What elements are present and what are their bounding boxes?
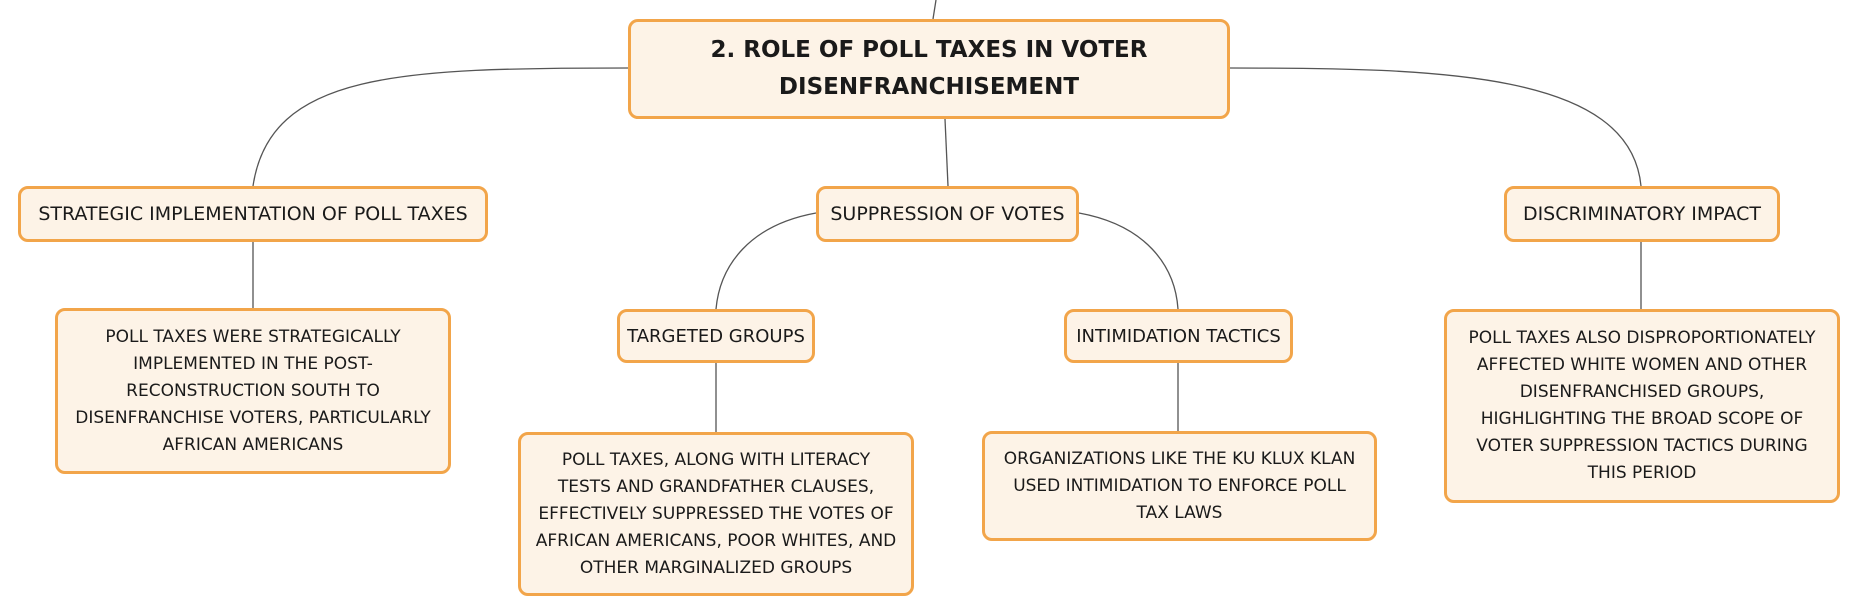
topic-node-discriminatory-impact[interactable]: DISCRIMINATORY IMPACT: [1504, 186, 1780, 242]
topic-node-suppression-of-votes[interactable]: SUPPRESSION OF VOTES: [816, 186, 1079, 242]
subtopic-node-targeted-groups[interactable]: TARGETED GROUPS: [617, 309, 815, 363]
subtopic-node-intimidation-tactics[interactable]: INTIMIDATION TACTICS: [1064, 309, 1293, 363]
detail-node-targeted-groups[interactable]: POLL TAXES, ALONG WITH LITERACY TESTS AN…: [518, 432, 914, 596]
detail-text: ORGANIZATIONS LIKE THE KU KLUX KLAN USED…: [1003, 448, 1356, 523]
detail-node-strategic-implementation[interactable]: POLL TAXES WERE STRATEGICALLY IMPLEMENTE…: [55, 308, 451, 474]
connector-suppression-to-intimidation: [1078, 212, 1179, 310]
subtopic-label: TARGETED GROUPS: [627, 325, 805, 347]
topic-label: STRATEGIC IMPLEMENTATION OF POLL TAXES: [38, 203, 468, 225]
connector-from-parent: [932, 0, 937, 20]
root-topic-title: 2. ROLE OF POLL TAXES IN VOTER DISENFRAN…: [710, 37, 1148, 100]
detail-text: POLL TAXES ALSO DISPROPORTIONATELY AFFEC…: [1468, 328, 1816, 483]
detail-text: POLL TAXES, ALONG WITH LITERACY TESTS AN…: [535, 449, 897, 578]
subtopic-label: INTIMIDATION TACTICS: [1076, 325, 1281, 347]
detail-node-intimidation-tactics[interactable]: ORGANIZATIONS LIKE THE KU KLUX KLAN USED…: [982, 431, 1377, 541]
root-topic-node[interactable]: 2. ROLE OF POLL TAXES IN VOTER DISENFRAN…: [628, 19, 1230, 119]
connector-root-to-strategic: [252, 67, 629, 187]
topic-label: SUPPRESSION OF VOTES: [830, 203, 1065, 225]
connector-root-to-discriminatory: [1229, 67, 1642, 187]
topic-label: DISCRIMINATORY IMPACT: [1522, 203, 1762, 225]
connector-root-to-suppression: [944, 118, 949, 187]
detail-node-discriminatory-impact[interactable]: POLL TAXES ALSO DISPROPORTIONATELY AFFEC…: [1444, 309, 1840, 503]
topic-node-strategic-implementation[interactable]: STRATEGIC IMPLEMENTATION OF POLL TAXES: [18, 186, 488, 242]
connector-suppression-to-targeted: [715, 212, 817, 310]
detail-text: POLL TAXES WERE STRATEGICALLY IMPLEMENTE…: [75, 326, 431, 455]
